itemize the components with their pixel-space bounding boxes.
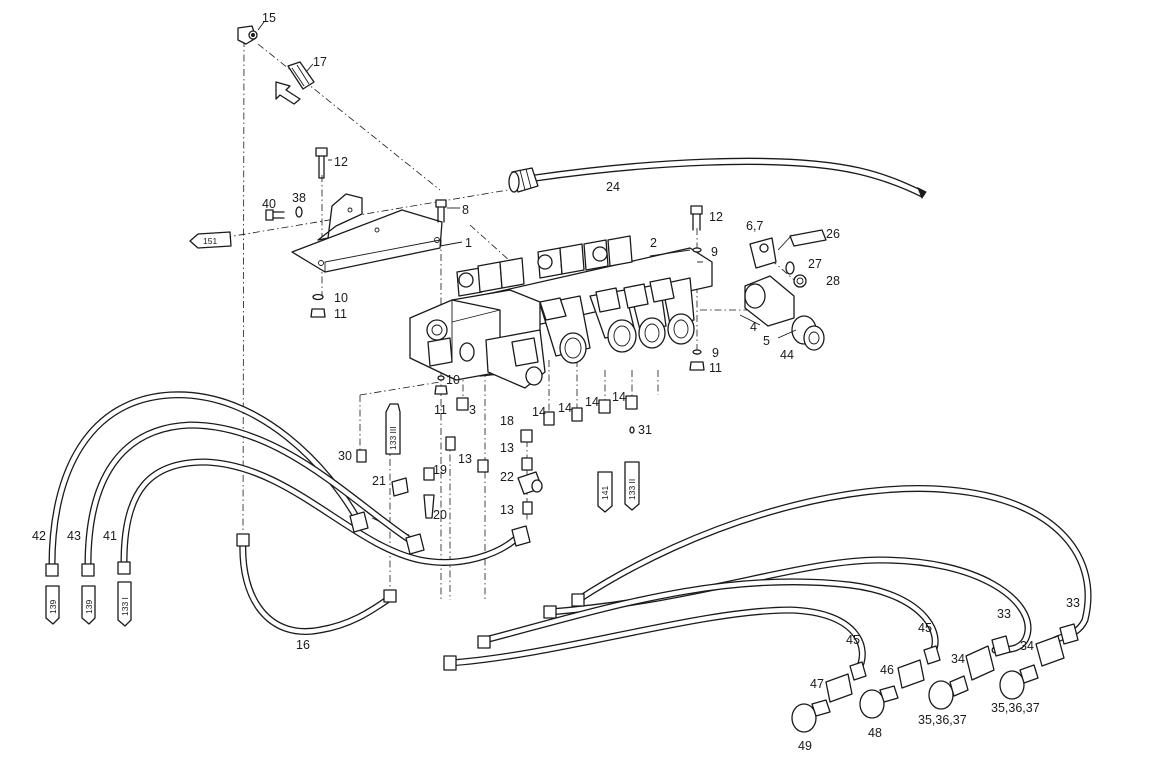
ref-139-b: 139 — [84, 600, 94, 614]
label-45-right: 45 — [918, 621, 932, 635]
label-17: 17 — [313, 55, 327, 69]
direction-arrow — [275, 81, 301, 105]
label-43: 43 — [67, 529, 81, 543]
label-10-middle: 10 — [446, 373, 460, 387]
label-10-left: 10 — [334, 291, 348, 305]
small-fittings — [356, 375, 638, 519]
label-15: 15 — [262, 11, 276, 25]
ref-133-ii: 133 II — [627, 479, 637, 500]
label-18: 18 — [500, 414, 514, 428]
hoses — [48, 391, 1092, 674]
reference-tag-139-a: 139 — [45, 585, 60, 625]
nut-5-44 — [791, 315, 825, 351]
straight-fitting-17 — [287, 61, 315, 90]
label-11-left: 11 — [334, 307, 347, 321]
label-16: 16 — [296, 638, 310, 652]
label-33-right: 33 — [1066, 596, 1080, 610]
label-26: 26 — [826, 227, 840, 241]
label-9-bottom: 9 — [712, 346, 719, 360]
label-35-36-37-right: 35,36,37 — [991, 701, 1040, 715]
label-33-left: 33 — [997, 607, 1011, 621]
ref-151: 151 — [203, 236, 217, 246]
label-21: 21 — [372, 474, 386, 488]
reference-tag-133-ii: 133 II — [624, 461, 640, 511]
washer-9-bottom — [692, 349, 702, 355]
nut-28 — [793, 274, 807, 288]
ref-133-i: 133 I — [120, 597, 130, 616]
label-11-middle: 11 — [434, 403, 447, 417]
label-13-b: 13 — [458, 452, 472, 466]
bolt-40 — [265, 209, 285, 221]
label-44: 44 — [780, 348, 794, 362]
label-6-7: 6,7 — [746, 219, 763, 233]
plug-6-7 — [749, 237, 777, 269]
washer-10-left — [312, 293, 324, 301]
ref-139-a: 139 — [48, 600, 58, 614]
label-28: 28 — [826, 274, 840, 288]
label-35-36-37-left: 35,36,37 — [918, 713, 967, 727]
label-30: 30 — [338, 449, 352, 463]
reference-tag-133-i: 133 I — [117, 581, 132, 627]
label-27: 27 — [808, 257, 822, 271]
reference-tag-141: 141 — [597, 471, 613, 513]
label-38: 38 — [292, 191, 306, 205]
label-40: 40 — [262, 197, 276, 211]
label-19: 19 — [433, 463, 447, 477]
label-4: 4 — [750, 320, 757, 334]
label-13-a: 13 — [500, 441, 514, 455]
label-2: 2 — [650, 236, 657, 250]
elbow-fitting-15 — [237, 25, 258, 45]
label-11-right: 11 — [709, 361, 722, 375]
quick-couplers — [791, 623, 1079, 733]
reference-tag-133-iii: 133 III — [385, 403, 401, 455]
label-20: 20 — [433, 508, 447, 522]
bolt-12-right — [690, 205, 703, 231]
label-14-d: 14 — [612, 390, 626, 404]
label-14-b: 14 — [558, 401, 572, 415]
label-1: 1 — [465, 236, 472, 250]
label-14-a: 14 — [532, 405, 546, 419]
label-3: 3 — [469, 403, 476, 417]
label-41: 41 — [103, 529, 117, 543]
label-47: 47 — [810, 677, 824, 691]
label-14-c: 14 — [585, 395, 599, 409]
leader-lines — [257, 21, 797, 339]
bolt-12-left — [315, 147, 328, 179]
washer-27 — [785, 261, 795, 275]
label-9-top: 9 — [711, 245, 718, 259]
label-46: 46 — [880, 663, 894, 677]
label-31: 31 — [638, 423, 652, 437]
label-34-left: 34 — [951, 652, 965, 666]
cable-24 — [508, 157, 927, 200]
reference-tag-139-b: 139 — [81, 585, 96, 625]
reference-tag-151: 151 — [189, 231, 232, 249]
gasket-26 — [789, 229, 827, 247]
coil-4 — [744, 275, 795, 327]
bolt-8 — [435, 199, 447, 223]
label-12-right: 12 — [709, 210, 723, 224]
part-number-labels: 15 17 12 8 40 38 1 10 11 24 12 9 2 6,7 2… — [32, 11, 1080, 753]
ref-133-iii: 133 III — [388, 426, 398, 450]
label-42: 42 — [32, 529, 46, 543]
mounting-bracket-1 — [291, 193, 443, 273]
label-34-right: 34 — [1020, 639, 1034, 653]
hose-end-fittings — [45, 511, 585, 671]
label-5: 5 — [763, 334, 770, 348]
label-49: 49 — [798, 739, 812, 753]
washer-9-top — [692, 247, 702, 253]
label-24: 24 — [606, 180, 620, 194]
label-8: 8 — [462, 203, 469, 217]
label-45-left: 45 — [846, 633, 860, 647]
label-22: 22 — [500, 470, 514, 484]
valve-manifold-2 — [409, 235, 713, 389]
washer-38 — [295, 206, 303, 218]
label-12-left: 12 — [334, 155, 348, 169]
label-48: 48 — [868, 726, 882, 740]
nut-11-right — [689, 361, 705, 371]
nut-11-left — [310, 308, 326, 318]
label-13-c: 13 — [500, 503, 514, 517]
ref-141: 141 — [600, 486, 610, 500]
